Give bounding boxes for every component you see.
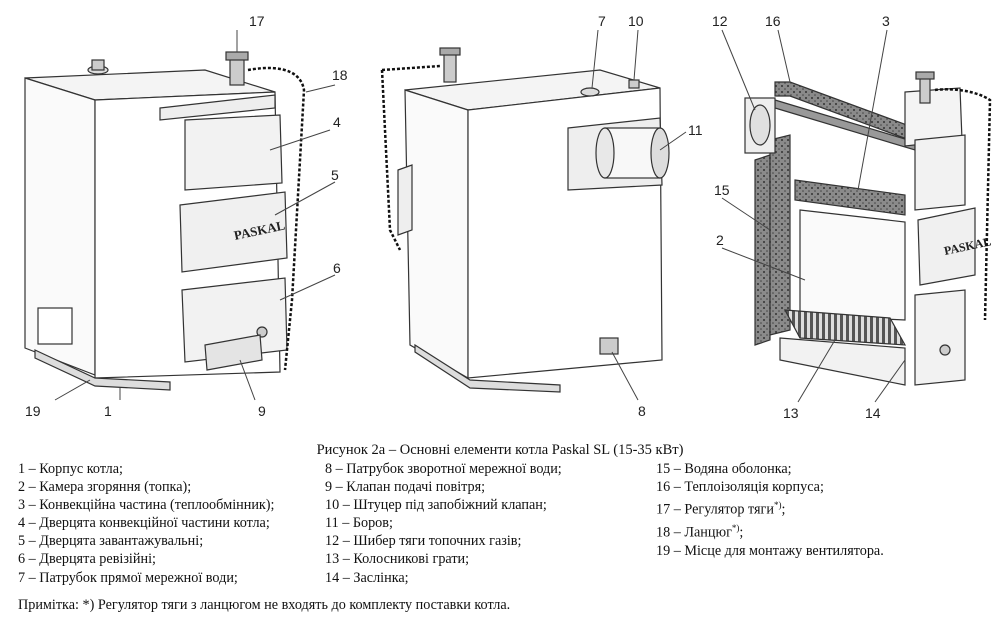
callout-12: 12 [712, 13, 728, 29]
callout-8: 8 [638, 403, 646, 419]
callout-5: 5 [331, 167, 339, 183]
legend-column-2: 8 – Патрубок зворотної мережної води; 9 … [325, 460, 656, 587]
callout-16: 16 [765, 13, 781, 29]
boiler-rear-view [397, 47, 670, 393]
legend-item: 16 – Теплоізоляція корпуса; [656, 479, 824, 496]
callout-11: 11 [688, 122, 703, 138]
callout-7: 7 [598, 13, 606, 29]
parts-legend: 1 – Корпус котла; 2 – Камера згоряння (т… [18, 460, 978, 587]
figure-caption: Рисунок 2а – Основні елементи котла Pask… [316, 442, 684, 458]
legend-item: 15 – Водяна оболонка; [656, 461, 792, 477]
legend-item-18: 18 – Ланцюг*); [656, 519, 976, 542]
legend-item: 14 – Заслінка; [325, 569, 409, 586]
chain-cutaway [934, 88, 992, 321]
callout-2: 2 [716, 232, 724, 248]
callout-17: 17 [249, 13, 265, 29]
legend-item: 5 – Дверцята завантажувальні; [18, 533, 204, 550]
callout-13: 13 [783, 405, 799, 421]
legend-item: 6 – Дверцята ревізійні; [18, 551, 156, 568]
legend-column-1: 1 – Корпус котла; 2 – Камера згоряння (т… [18, 460, 325, 587]
footnote-marker: *) [773, 500, 782, 511]
callout-4: 4 [333, 114, 341, 130]
boiler-figure: PASKAL [24, 13, 992, 421]
legend-item: 13 – Колосникові грати; [325, 551, 470, 568]
callout-14: 14 [865, 405, 881, 421]
callout-6: 6 [333, 260, 341, 276]
legend-item: 10 – Штуцер під запобіжний клапан; [325, 497, 547, 514]
boiler-front-view: PASKAL [24, 51, 288, 391]
callout-1: 1 [104, 403, 112, 419]
legend-item-18-end: ; [739, 524, 744, 541]
legend-item: 4 – Дверцята конвекційної частини котла; [18, 515, 270, 532]
legend-item-17-end: ; [781, 501, 786, 518]
leader-lines [54, 29, 906, 403]
callout-9: 9 [258, 403, 266, 419]
legend-item-18-text: 18 – Ланцюг [656, 524, 732, 541]
legend-item: 12 – Шибер тяги топочних газів; [325, 533, 522, 550]
callout-18: 18 [332, 67, 348, 83]
legend-column-3: 15 – Водяна оболонка; 16 – Теплоізоляція… [656, 460, 976, 587]
legend-item: 1 – Корпус котла; [18, 461, 123, 477]
boiler-cutaway-view: PASKAL [744, 71, 992, 386]
callout-19: 19 [25, 403, 41, 419]
legend-item: 11 – Боров; [325, 515, 393, 532]
legend-item: 7 – Патрубок прямої мережної води; [18, 569, 238, 586]
footnote-marker: *) [731, 523, 740, 534]
callout-15: 15 [714, 182, 730, 198]
footnote: Примітка: *) Регулятор тяги з ланцюгом н… [18, 597, 511, 613]
callout-10: 10 [628, 13, 644, 29]
chain-front [247, 66, 306, 371]
legend-item: 3 – Конвекційна частина (теплообмінник); [18, 497, 275, 514]
legend-item: 2 – Камера згоряння (топка); [18, 479, 192, 496]
legend-item: 19 – Місце для монтажу вентилятора. [656, 542, 884, 559]
chain-rear [381, 64, 441, 72]
legend-item-17-text: 17 – Регулятор тяги [656, 501, 774, 518]
callout-3: 3 [882, 13, 890, 29]
legend-item: 8 – Патрубок зворотної мережної води; [325, 461, 562, 477]
legend-item: 9 – Клапан подачі повітря; [325, 479, 486, 496]
legend-item-17: 17 – Регулятор тяги*); [656, 496, 976, 519]
